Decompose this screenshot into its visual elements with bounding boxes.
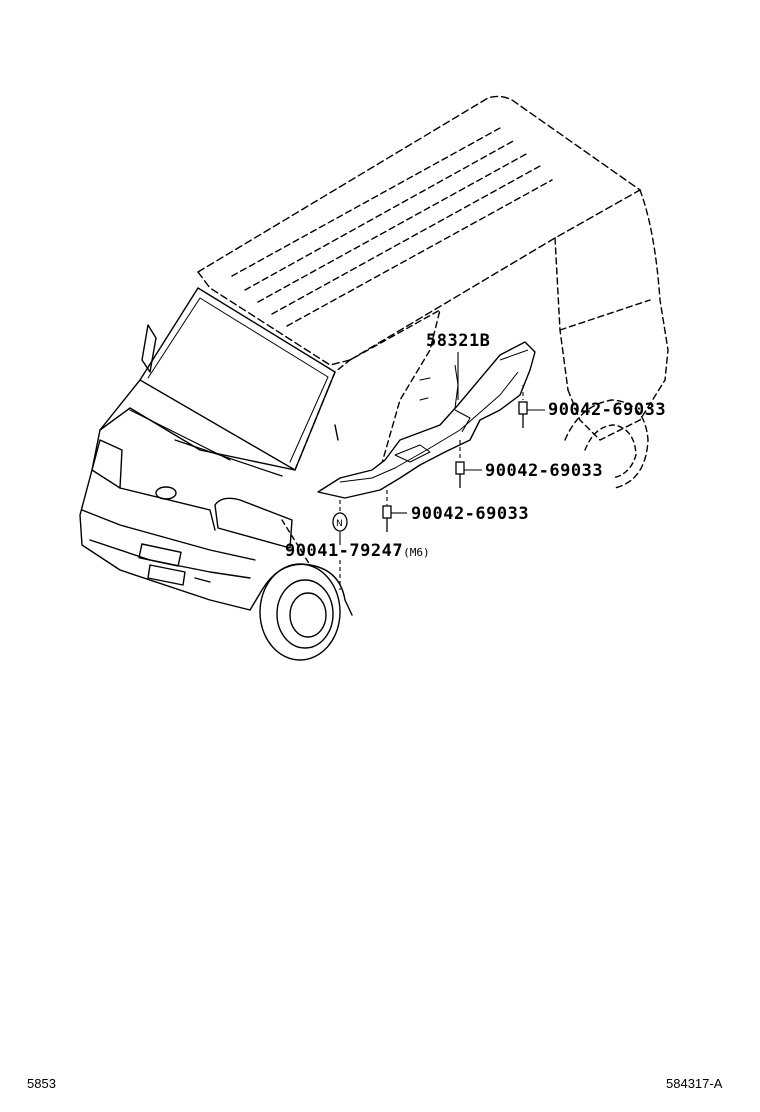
part-number-shield-text: 58321B [426,331,491,351]
leader-lines [339,352,545,590]
van-outline-icon [79,95,669,661]
part-number-bolt-upper[interactable]: 90042-69033 [548,402,666,419]
part-number-bolt-lower-text: 90042-69033 [411,504,530,524]
part-number-nut-text: 90041-79247 [285,541,404,561]
nut-icon: N [332,512,348,532]
part-number-bolt-middle-text: 90042-69033 [485,461,604,481]
footer-left-code: 5853 [27,1076,56,1091]
bolt-icon [382,401,528,532]
footer-right-code: 584317-A [666,1076,723,1091]
cowl-side-shield-icon [317,341,536,499]
part-number-bolt-lower[interactable]: 90042-69033 [411,506,529,523]
part-number-bolt-middle[interactable]: 90042-69033 [485,463,603,480]
part-number-shield[interactable]: 58321B [426,333,490,350]
part-number-nut-suffix: (M6) [403,546,430,559]
part-number-nut[interactable]: 90041-79247(M6) [285,543,430,560]
part-number-bolt-upper-text: 90042-69033 [548,400,667,420]
svg-text:N: N [336,519,343,529]
